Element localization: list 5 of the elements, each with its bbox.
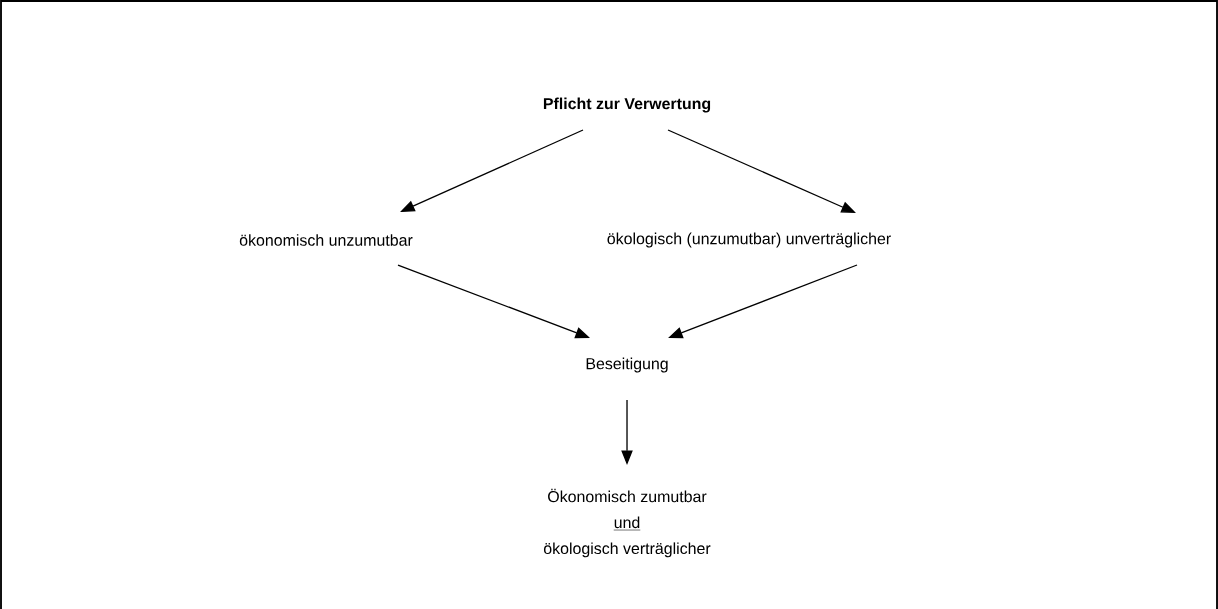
label-text: Pflicht zur Verwertung [543, 97, 711, 113]
label-text: ökologisch (unzumutbar) unverträglicher [607, 232, 891, 248]
label-text: ökonomisch unzumutbar [239, 234, 413, 246]
label-text: Ökonomisch zumutbar und ökologisch verträglicher [543, 488, 711, 558]
label-text: Beseitigung [586, 357, 668, 373]
